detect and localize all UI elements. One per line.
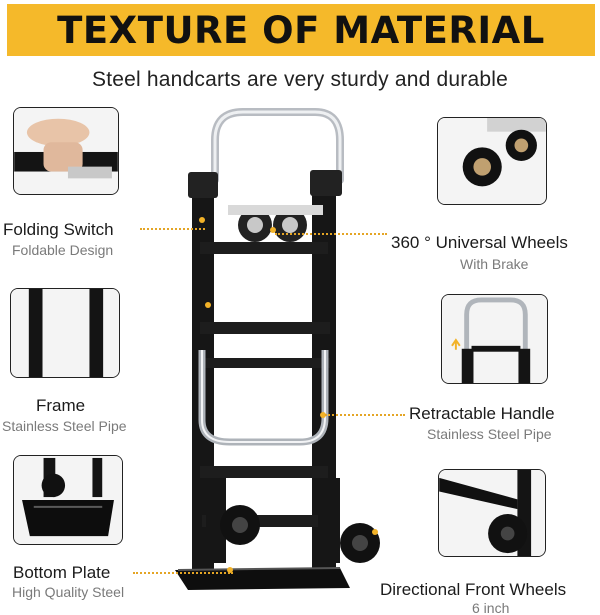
universal-wheels-title: 360 ° Universal Wheels: [391, 233, 568, 252]
title-banner: TEXTURE OF MATERIAL: [7, 4, 595, 56]
frame-detail: Stainless Steel Pipe: [2, 418, 127, 434]
bottom-plate-detail: High Quality Steel: [12, 584, 125, 600]
hand-truck-image: [140, 100, 450, 615]
retractable-handle-title: Retractable Handle: [409, 404, 555, 423]
bottom-plate-leader: [133, 572, 233, 574]
universal-wheels-leader: [275, 233, 387, 235]
banner-title: TEXTURE OF MATERIAL: [57, 8, 545, 52]
frame-title: Frame: [36, 396, 86, 415]
frame-thumbnail: [10, 288, 120, 378]
folding-switch-detail: Foldable Design: [12, 242, 114, 258]
front-wheels-detail: 6 inch: [472, 600, 510, 615]
subtitle: Steel handcarts are very sturdy and dura…: [92, 68, 508, 91]
retractable-handle-leader: [325, 414, 405, 416]
retractable-handle-thumbnail: [441, 294, 548, 384]
folding-switch-title: Folding Switch: [3, 220, 114, 239]
retractable-handle-detail: Stainless Steel Pipe: [427, 426, 552, 442]
bottom-plate-thumbnail: [13, 455, 123, 545]
bottom-plate-title: Bottom Plate: [13, 563, 111, 582]
universal-wheels-thumbnail: [437, 117, 547, 205]
folding-switch-thumbnail: [13, 107, 119, 195]
front-wheels-title: Directional Front Wheels: [380, 580, 567, 599]
front-wheels-thumbnail: [438, 469, 546, 557]
universal-wheels-detail: With Brake: [460, 256, 529, 272]
folding-switch-leader: [140, 228, 205, 230]
